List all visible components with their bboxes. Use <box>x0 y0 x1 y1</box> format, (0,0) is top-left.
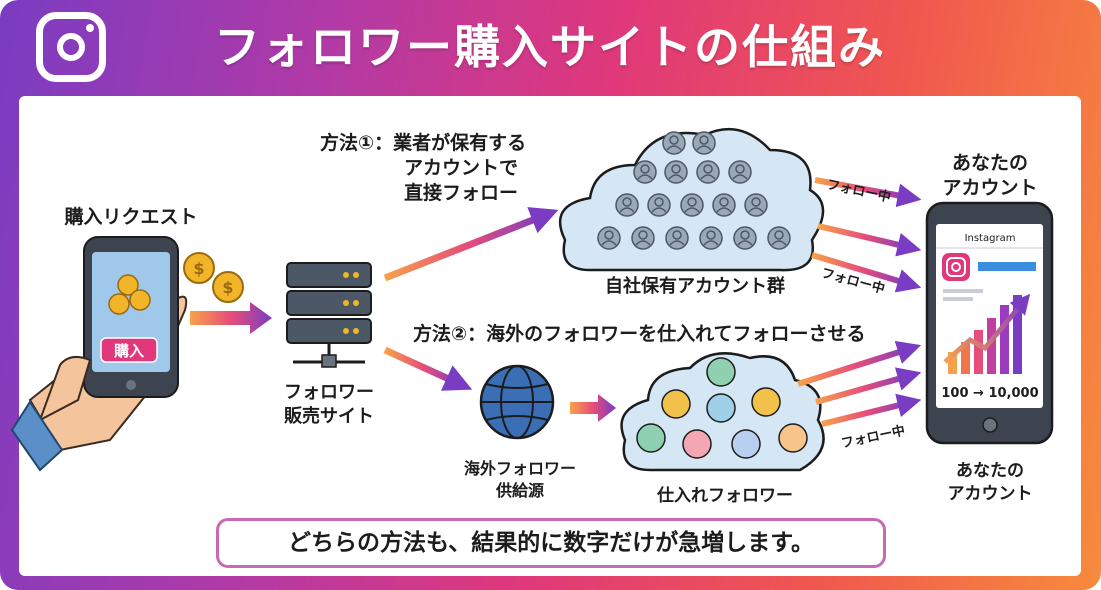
procured-followers-cloud-icon <box>620 352 825 472</box>
arrow-method1 <box>383 207 559 282</box>
method2-label: 方法②：海外のフォロワーを仕入れてフォローさせる <box>413 323 866 345</box>
coin-icons: $ $ <box>183 252 244 303</box>
method1-line1: 方法①：業者が保有する <box>320 132 527 154</box>
following-tag-3: フォロー中 <box>840 423 907 452</box>
your-account-phone-icon <box>925 201 1054 445</box>
your-account-top-line1: あなたの <box>951 152 1028 174</box>
your-account-bottom-line1: あなたの <box>956 461 1024 481</box>
arrow-request <box>190 302 272 334</box>
server-icon <box>286 262 372 368</box>
svg-text:$: $ <box>222 278 233 297</box>
arrows-cloud-to-phone <box>811 177 922 293</box>
seller-label-line2: 販売サイト <box>284 406 374 427</box>
following-tag-1: フォロー中 <box>825 177 892 206</box>
your-account-bottom-line2: アカウント <box>947 484 1033 504</box>
diagram-panel <box>19 96 1081 576</box>
overseas-label-line2: 供給源 <box>495 481 544 500</box>
own-accounts-label: 自社保有アカウント群 <box>605 276 785 297</box>
instagram-logo-icon <box>36 12 106 82</box>
arrows-cloud2-to-phone <box>797 340 922 427</box>
page-title: フォロワー購入サイトの仕組み <box>214 20 886 74</box>
conclusion-box: どちらの方法も、結果的に数字だけが急増します。 <box>216 518 886 568</box>
hand-phone-icon <box>10 236 188 472</box>
own-accounts-cloud-icon <box>558 127 825 272</box>
growth-text: 100 → 10,000 <box>941 386 1038 401</box>
method1-line2: アカウントで <box>404 157 519 179</box>
buy-button-label: 購入 <box>113 342 144 360</box>
request-label: 購入リクエスト <box>64 206 198 228</box>
svg-text:$: $ <box>193 259 204 278</box>
seller-label-line1: フォロワー <box>284 382 374 403</box>
arrow-method2 <box>383 346 473 391</box>
phone-app-name: Instagram <box>965 233 1016 244</box>
your-account-top-line2: アカウント <box>942 177 1038 199</box>
globe-icon <box>479 364 555 440</box>
procured-followers-label: 仕入れフォロワー <box>657 486 793 506</box>
method1-line3: 直接フォロー <box>404 182 519 204</box>
arrow-globe-to-cloud <box>570 394 616 422</box>
overseas-label-line1: 海外フォロワー <box>463 459 576 478</box>
